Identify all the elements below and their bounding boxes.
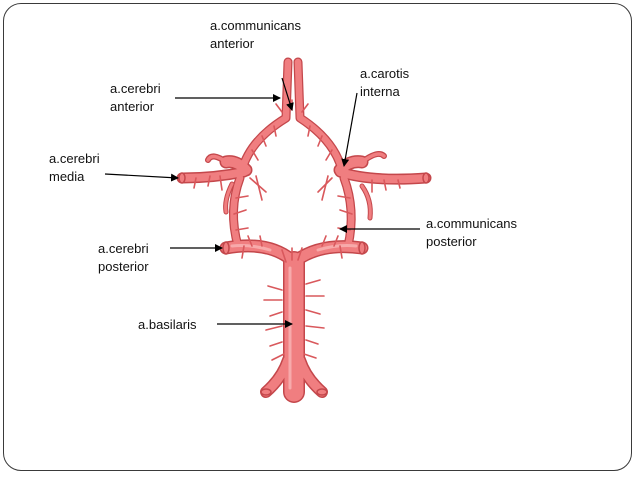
label-line: posterior	[426, 234, 477, 249]
label-basilaris: a.basilaris	[138, 316, 197, 334]
leader-cerebri-media	[104, 173, 179, 182]
label-line: a.cerebri	[49, 151, 100, 166]
label-line: anterior	[110, 99, 155, 114]
label-carotis-interna: a.carotis interna	[360, 65, 409, 101]
leader-comm-anterior	[281, 77, 294, 111]
label-cerebri-media: a.cerebri media	[49, 150, 100, 186]
leader-lines	[104, 77, 420, 328]
label-line: a.cerebri	[110, 81, 161, 96]
label-line: posterior	[98, 259, 149, 274]
label-line: a.cerebri	[98, 241, 149, 256]
label-line: media	[49, 169, 85, 184]
label-line: a.communicans	[210, 18, 302, 33]
label-line: anterior	[210, 36, 255, 51]
artery-illustration	[176, 57, 432, 403]
label-communicans-anterior: a.communicans anterior	[210, 17, 301, 53]
label-line: a.carotis	[360, 66, 410, 81]
label-line: a.basilaris	[138, 317, 197, 332]
leader-carotis-interna	[341, 92, 358, 167]
label-line: a.communicans	[426, 216, 518, 231]
label-cerebri-anterior: a.cerebri anterior	[110, 80, 161, 116]
label-line: interna	[360, 84, 400, 99]
label-communicans-posterior: a.communicans posterior	[426, 215, 517, 251]
label-cerebri-posterior: a.cerebri posterior	[98, 240, 149, 276]
